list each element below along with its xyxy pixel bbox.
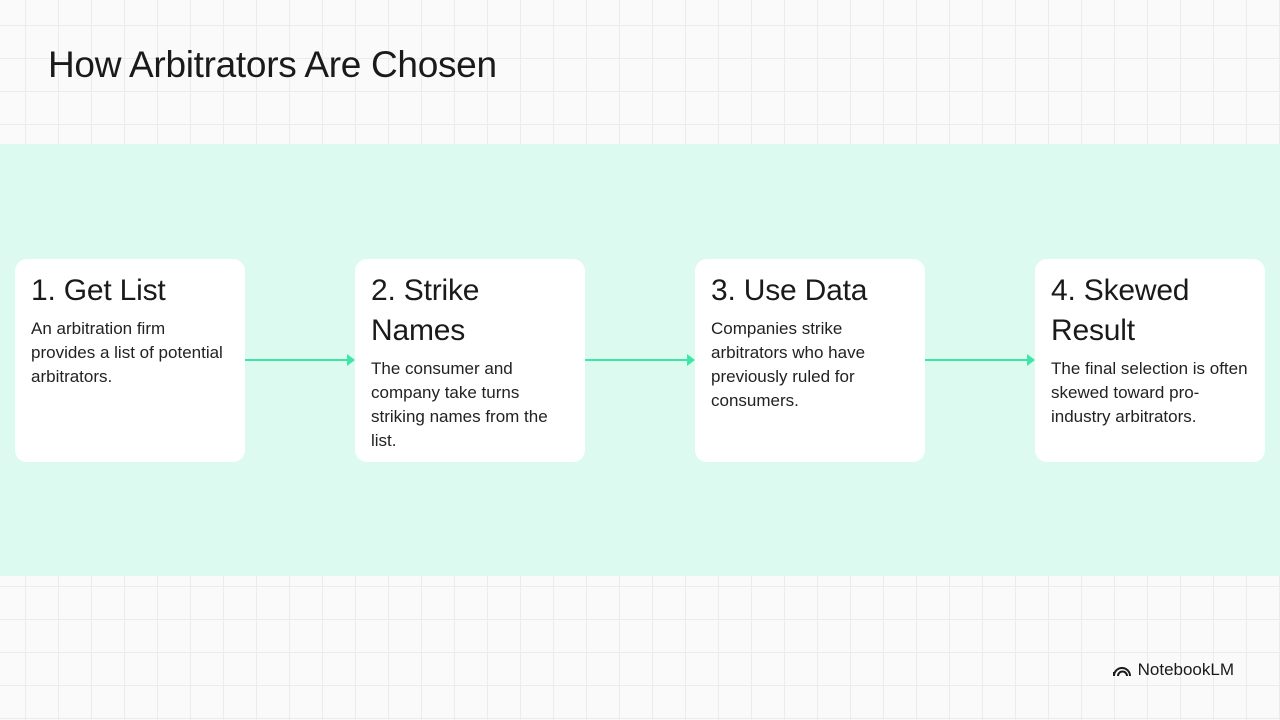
brand-name: NotebookLM: [1137, 660, 1234, 679]
step-title: 3. Use Data: [711, 274, 868, 307]
step-description: The consumer and company take turns stri…: [371, 359, 548, 450]
arrow-connector: [585, 354, 695, 366]
step-card-1: 1. Get List An arbitration firm provides…: [15, 259, 245, 462]
page-title: How Arbitrators Are Chosen: [48, 44, 497, 85]
step-card-4: 4. Skewed Result The final selection is …: [1035, 259, 1265, 462]
brand-watermark: NotebookLM: [1112, 660, 1234, 680]
step-description: An arbitration firm provides a list of p…: [31, 319, 223, 386]
step-card-2: 2. Strike Names The consumer and company…: [355, 259, 585, 462]
arrow-connector: [245, 354, 355, 366]
step-title: 4. Skewed Result: [1051, 274, 1190, 347]
step-title: 1. Get List: [31, 274, 166, 307]
step-description: The final selection is often skewed towa…: [1051, 359, 1248, 426]
step-title: 2. Strike Names: [371, 274, 480, 347]
arrow-connector: [925, 354, 1035, 366]
step-description: Companies strike arbitrators who have pr…: [711, 319, 866, 410]
step-card-3: 3. Use Data Companies strike arbitrators…: [695, 259, 925, 462]
notebooklm-logo-icon: [1112, 667, 1131, 677]
